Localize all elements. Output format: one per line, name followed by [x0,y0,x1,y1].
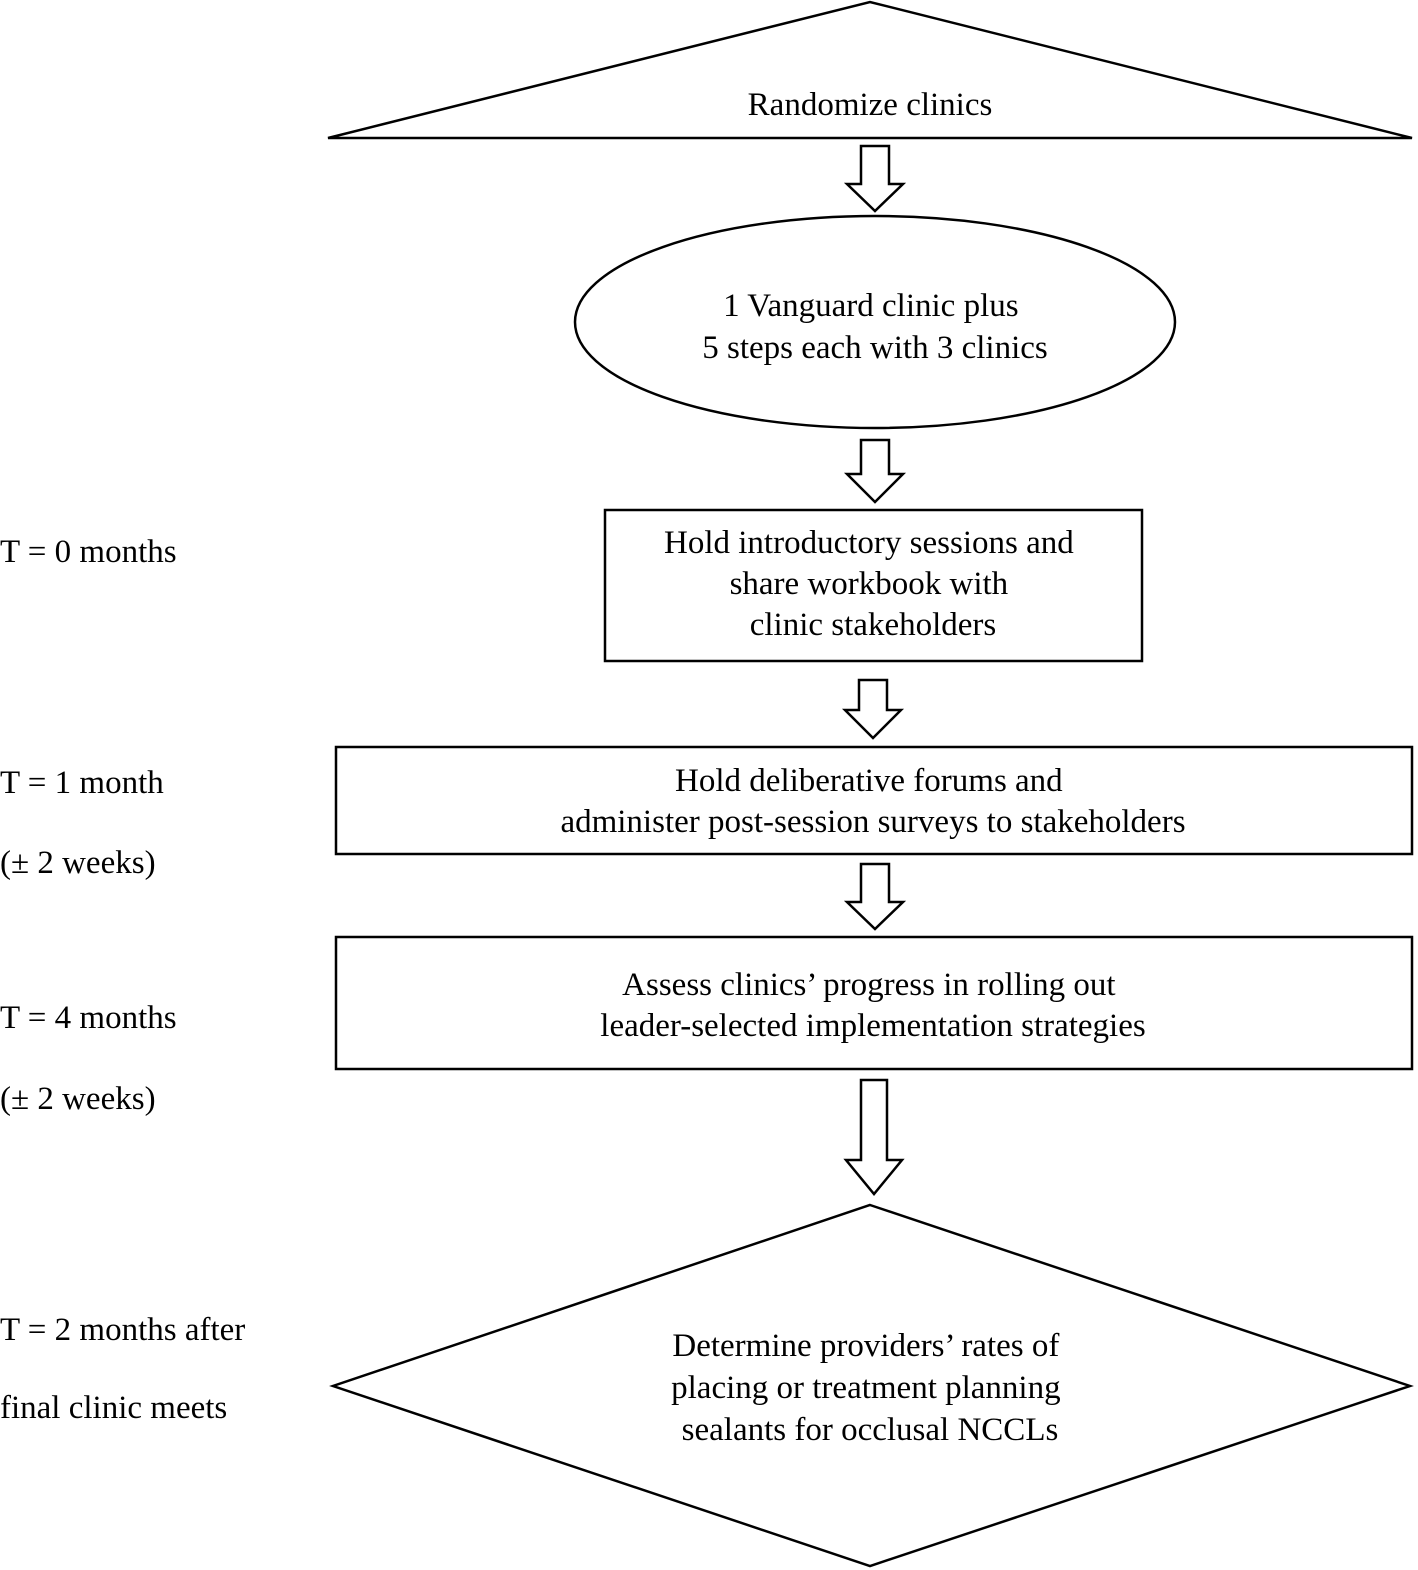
intro-sessions-box [603,508,1144,663]
time-label-t1: T = 1 month (± 2 weeks) [0,765,172,881]
down-arrow-3 [841,678,905,740]
time-label-final: T = 2 months after final clinic meets [0,1312,254,1426]
determine-rates-node: Determine providers’ rates of placing or… [329,1203,1414,1568]
assess-progress-box [334,935,1414,1071]
deliberative-forums-node: Hold deliberative forums and administer … [334,745,1414,856]
intro-sessions-node: Hold introductory sessions and share wor… [603,508,1144,663]
assess-progress-label: Assess clinics’ progress in rolling out … [600,967,1145,1044]
vanguard-label: 1 Vanguard clinic plus 5 steps each with… [702,288,1048,366]
determine-rates-label: Determine providers’ rates of placing or… [671,1328,1069,1448]
vanguard-ellipse [573,214,1177,430]
time-label-t4: T = 4 months (± 2 weeks) [0,1000,185,1117]
determine-rates-diamond [329,1203,1414,1568]
time-label-t0: T = 0 months [0,534,177,570]
down-arrow-4 [843,862,907,931]
intro-sessions-label: Hold introductory sessions and share wor… [664,525,1082,643]
randomize-node: Randomize clinics [327,0,1413,140]
down-arrow-1 [843,144,907,213]
down-arrow-5 [843,1078,905,1196]
vanguard-node: 1 Vanguard clinic plus 5 steps each with… [573,214,1177,430]
deliberative-forums-box [334,745,1414,856]
down-arrow-2 [843,438,907,504]
deliberative-forums-label: Hold deliberative forums and administer … [560,763,1185,840]
assess-progress-node: Assess clinics’ progress in rolling out … [334,935,1414,1071]
randomize-triangle [327,0,1413,140]
randomize-label: Randomize clinics [748,87,993,123]
